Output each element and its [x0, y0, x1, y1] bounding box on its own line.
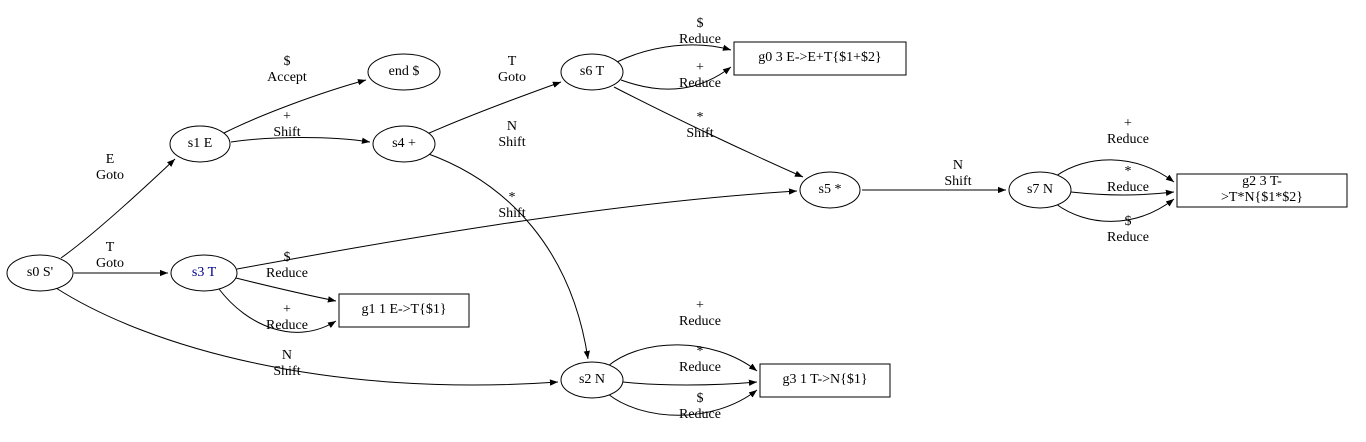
edge-s6-g0-dollar: [616, 44, 732, 63]
edge-s0-s2: [55, 287, 559, 386]
edge-label-s3-g1-plus: + Reduce: [266, 301, 308, 333]
node-g2-label: g2 3 T->T*N{$1*$2}: [1221, 173, 1303, 205]
node-s4: [372, 125, 436, 163]
edge-label-s0-s3: T Goto: [96, 239, 124, 271]
node-s3-highlighted: [170, 254, 238, 292]
edge-label-s6-g0-dollar: $ Reduce: [679, 15, 721, 47]
edge-label-s0-s2: N Shift: [273, 347, 301, 379]
edge-s4-s2: [425, 152, 590, 360]
edge-label-s7-g2-star: * Reduce: [1107, 163, 1149, 195]
edge-s3-s5: [236, 188, 798, 270]
edge-s4-s6: [426, 81, 562, 135]
edge-label-s2-g3-dollar: $ Reduce: [679, 390, 721, 422]
edge-label-s0-s1: E Goto: [96, 151, 124, 183]
node-s3-label: s3 T: [191, 264, 217, 280]
node-end: [367, 53, 441, 91]
edge-label-s7-g2-plus: + Reduce: [1107, 115, 1149, 147]
edge-label-s5-s7: N Shift: [944, 157, 972, 189]
edge-label-s1-s4: + Shift: [273, 108, 301, 140]
edge-label-s7-g2-dollar: $ Reduce: [1107, 213, 1149, 245]
edge-label-s2-g3-plus: + Reduce: [679, 297, 721, 329]
edge-s2-g3-star: [622, 379, 758, 386]
node-s5: [799, 171, 861, 209]
node-g2: [1176, 173, 1348, 208]
edge-s1-s4: [230, 137, 371, 144]
edge-s6-g0-plus: [620, 66, 732, 90]
node-s6-label: s6 T: [579, 63, 605, 79]
edge-s1-end: [223, 79, 367, 134]
node-s7-label: s7 N: [1026, 181, 1054, 197]
node-g1-label: g1 1 E->T{$1}: [361, 301, 447, 317]
node-g3-label: g3 1 T->N{$1}: [782, 371, 868, 387]
node-s1: [169, 125, 231, 163]
edge-s7-g2-dollar: [1055, 198, 1175, 222]
edge-s6-s5: [613, 86, 804, 178]
edge-label-s2-g3-star: * Reduce: [679, 343, 721, 375]
edge-s7-g2-plus: [1055, 159, 1175, 183]
edge-label-s3-s5: * Shift: [498, 189, 526, 221]
edge-label-s6-s5: * Shift: [686, 109, 714, 141]
node-g1: [338, 293, 470, 328]
edge-label-s4-s2: N Shift: [498, 118, 526, 150]
edge-s3-g1-dollar: [235, 277, 337, 303]
node-g0: [733, 41, 907, 76]
edge-s3-g1-plus: [218, 288, 337, 333]
node-s4-label: s4 +: [392, 135, 416, 151]
edge-label-s3-g1-dollar: $ Reduce: [266, 249, 308, 281]
node-end-label: end $: [388, 63, 420, 79]
edge-s2-g3-dollar: [607, 389, 758, 416]
node-s7: [1008, 171, 1072, 209]
edge-s0-s1: [60, 158, 176, 259]
node-s6: [560, 53, 624, 91]
node-s5-label: s5 *: [818, 181, 842, 197]
edge-label-s4-s6: T Goto: [498, 53, 526, 85]
edge-label-s1-end: $ Accept: [267, 53, 307, 85]
node-s2-label: s2 N: [578, 371, 606, 387]
node-s1-label: s1 E: [187, 135, 213, 151]
edge-label-s6-g0-plus: + Reduce: [679, 59, 721, 91]
edge-s2-g3-plus: [607, 344, 758, 372]
node-s0: [6, 254, 74, 292]
node-s2: [560, 361, 624, 399]
node-g3: [759, 363, 891, 398]
node-s0-label: s0 S': [26, 264, 54, 280]
node-g0-label: g0 3 E->E+T{$1+$2}: [758, 49, 882, 65]
edge-s7-g2-star: [1070, 189, 1175, 197]
